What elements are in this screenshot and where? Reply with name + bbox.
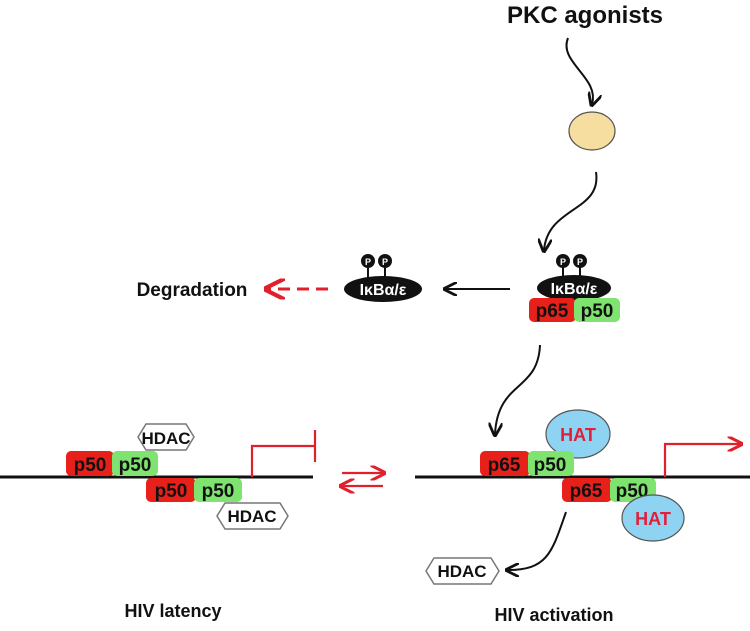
p50-homodimer-upper: p50 p50 — [66, 451, 158, 476]
p65-p50-heterodimer-upper: p65 p50 — [480, 451, 574, 476]
p50-label: p50 — [581, 301, 614, 322]
p50-label: p50 — [202, 481, 235, 502]
p65-label: p65 — [536, 301, 569, 322]
hat-lower: HAT — [621, 494, 685, 542]
phospho-label: P — [560, 257, 566, 267]
arrow-pkc-to-ikk — [565, 37, 593, 104]
hat-label: HAT — [560, 425, 596, 445]
p50-label: p50 — [534, 455, 567, 476]
ikb-label: IκBα/ε — [360, 282, 407, 299]
pkc-agonists-label: PKC agonists — [507, 2, 663, 29]
phospho-label: P — [382, 257, 388, 267]
hdac-label: HDAC — [141, 429, 190, 448]
phospho-icon — [361, 254, 375, 268]
p50-homodimer-lower: p50 p50 — [146, 478, 242, 502]
hdac-top-left: HDAC — [137, 423, 195, 451]
p50-label: p50 — [119, 455, 152, 476]
ikb-label: IκBα/ε — [551, 281, 598, 298]
ikk-complex — [568, 111, 616, 151]
hat-upper: HAT — [545, 409, 611, 459]
arrow-hdac-release — [508, 511, 567, 570]
hdac-bottom-left: HDAC — [216, 502, 289, 530]
promoter-active-arrow — [663, 444, 740, 477]
phospho-label: P — [365, 257, 371, 267]
p50-label: p50 — [74, 455, 107, 476]
ikb-phosphorylated: P P IκBα/ε — [344, 254, 422, 302]
hdac-label: HDAC — [437, 562, 486, 581]
hdac-label: HDAC — [227, 507, 276, 526]
hdac-released: HDAC — [425, 557, 500, 585]
p65-label: p65 — [570, 481, 603, 502]
equilibrium-arrows — [342, 473, 383, 486]
promoter-blocked-icon — [250, 430, 317, 477]
phospho-icon — [378, 254, 392, 268]
hiv-latency-label: HIV latency — [124, 601, 221, 621]
p65-label: p65 — [488, 455, 521, 476]
phospho-icon — [573, 254, 587, 268]
ikb-nfkb-complex: P P IκBα/ε p65 p50 — [529, 254, 620, 322]
hiv-activation-label: HIV activation — [494, 605, 613, 625]
phospho-icon — [556, 254, 570, 268]
degradation-label: Degradation — [137, 280, 248, 301]
arrow-ikk-to-ikb — [544, 171, 598, 250]
arrow-to-nucleus — [495, 344, 541, 434]
hat-label: HAT — [635, 509, 671, 529]
p50-label: p50 — [155, 481, 188, 502]
phospho-label: P — [577, 257, 583, 267]
